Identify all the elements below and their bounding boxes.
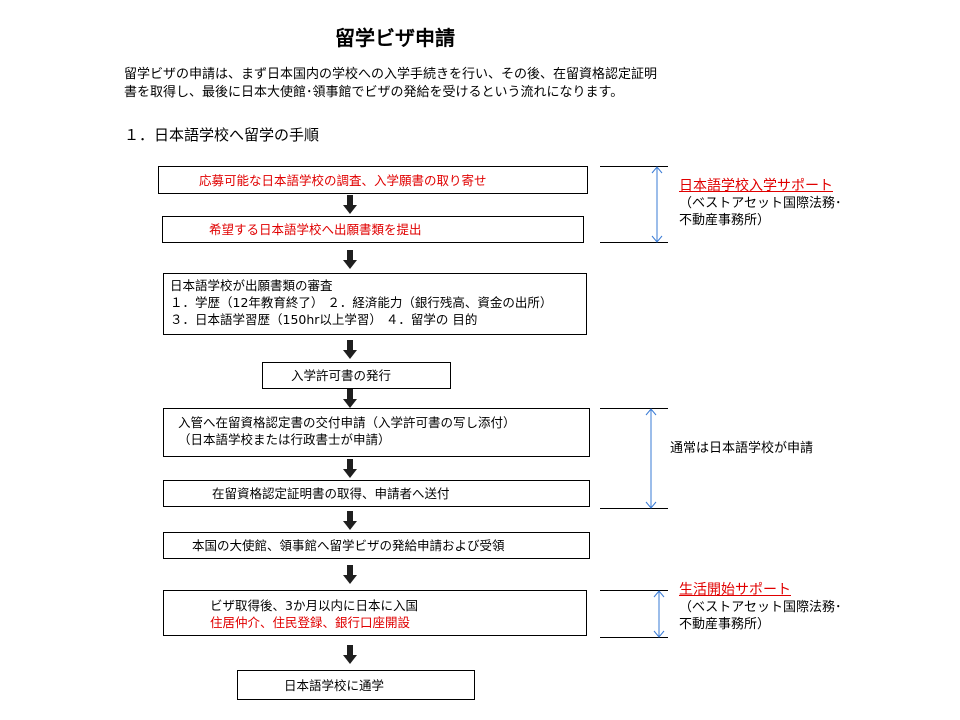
bracket-line	[600, 637, 668, 638]
step-3-line-1: 日本語学校が出願書類の審査	[170, 278, 333, 293]
flow-arrow-down-icon	[343, 340, 357, 359]
life-support-note: 生活開始サポート （ベストアセット国際法務･ 不動産事務所）	[679, 582, 842, 633]
page-title: 留学ビザ申請	[335, 26, 455, 50]
school-support-line-2: 不動産事務所）	[679, 213, 771, 228]
flow-arrow-down-icon	[343, 250, 357, 269]
life-support-line-2: 不動産事務所）	[679, 617, 771, 632]
school-support-note: 日本語学校入学サポート （ベストアセット国際法務･ 不動産事務所）	[679, 178, 842, 229]
step-5-line-1: 入管へ在留資格認定書の交付申請（入学許可書の写し添付）	[178, 415, 516, 430]
usual-applicant-text: 通常は日本語学校が申請	[670, 441, 814, 456]
step-3-box: 日本語学校が出願書類の審査 １．学歴（12年教育終了） ２．経済能力（銀行残高、…	[163, 273, 587, 335]
school-support-link[interactable]: 日本語学校入学サポート	[679, 178, 833, 194]
step-5-box: 入管へ在留資格認定書の交付申請（入学許可書の写し添付） （日本語学校または行政書…	[163, 408, 590, 457]
range-arrow-icon	[653, 590, 665, 638]
intro-line-1: 留学ビザの申請は、まず日本国内の学校への入学手続きを行い、その後、在留資格認定証…	[124, 67, 658, 82]
bracket-line	[600, 408, 668, 409]
bracket-line	[600, 508, 668, 509]
step-8-line-2: 住居仲介、住民登録、銀行口座開設	[210, 615, 411, 630]
step-4-box: 入学許可書の発行	[262, 362, 451, 389]
flow-arrow-down-icon	[343, 389, 357, 408]
step-8-box: ビザ取得後、3か月以内に日本に入国 住居仲介、住民登録、銀行口座開設	[163, 590, 587, 636]
intro-line-2: 書を取得し、最後に日本大使館･領事館でビザの発給を受けるという流れになります。	[124, 85, 624, 100]
life-support-link[interactable]: 生活開始サポート	[679, 582, 791, 598]
flow-arrow-down-icon	[343, 565, 357, 584]
step-3-line-3: ３．日本語学習歴（150hr以上学習） ４．留学の 目的	[170, 312, 478, 327]
step-8-line-1: ビザ取得後、3か月以内に日本に入国	[210, 598, 418, 613]
section-heading: １．日本語学校へ留学の手順	[124, 126, 320, 144]
school-support-line-1: （ベストアセット国際法務･	[679, 196, 842, 211]
life-support-line-1: （ベストアセット国際法務･	[679, 600, 842, 615]
step-7-box: 本国の大使館、領事館へ留学ビザの発給申請および受領	[163, 532, 590, 559]
step-3-line-2: １．学歴（12年教育終了） ２．経済能力（銀行残高、資金の出所）	[170, 295, 553, 310]
usual-applicant-note: 通常は日本語学校が申請	[670, 440, 813, 457]
bracket-line	[600, 242, 668, 243]
step-7-text: 本国の大使館、領事館へ留学ビザの発給申請および受領	[192, 538, 505, 553]
step-2-box: 希望する日本語学校へ出願書類を提出	[162, 216, 584, 243]
step-6-box: 在留資格認定証明書の取得、申請者へ送付	[163, 480, 590, 507]
bracket-line	[600, 590, 668, 591]
bracket-line	[600, 166, 668, 167]
step-1-text: 応募可能な日本語学校の調査、入学願書の取り寄せ	[199, 173, 487, 188]
step-5-line-2: （日本語学校または行政書士が申請）	[178, 432, 391, 447]
flow-arrow-down-icon	[343, 195, 357, 214]
step-9-box: 日本語学校に通学	[237, 670, 475, 700]
flow-arrow-down-icon	[343, 511, 357, 530]
step-2-text: 希望する日本語学校へ出願書類を提出	[209, 222, 422, 237]
flow-arrow-down-icon	[343, 459, 357, 478]
step-4-text: 入学許可書の発行	[291, 368, 392, 383]
range-arrow-icon	[645, 408, 657, 509]
range-arrow-icon	[651, 166, 663, 243]
step-9-text: 日本語学校に通学	[284, 678, 385, 693]
intro-paragraph: 留学ビザの申請は、まず日本国内の学校への入学手続きを行い、その後、在留資格認定証…	[124, 66, 764, 102]
step-1-box: 応募可能な日本語学校の調査、入学願書の取り寄せ	[158, 166, 588, 194]
flow-arrow-down-icon	[343, 645, 357, 664]
step-6-text: 在留資格認定証明書の取得、申請者へ送付	[212, 486, 450, 501]
